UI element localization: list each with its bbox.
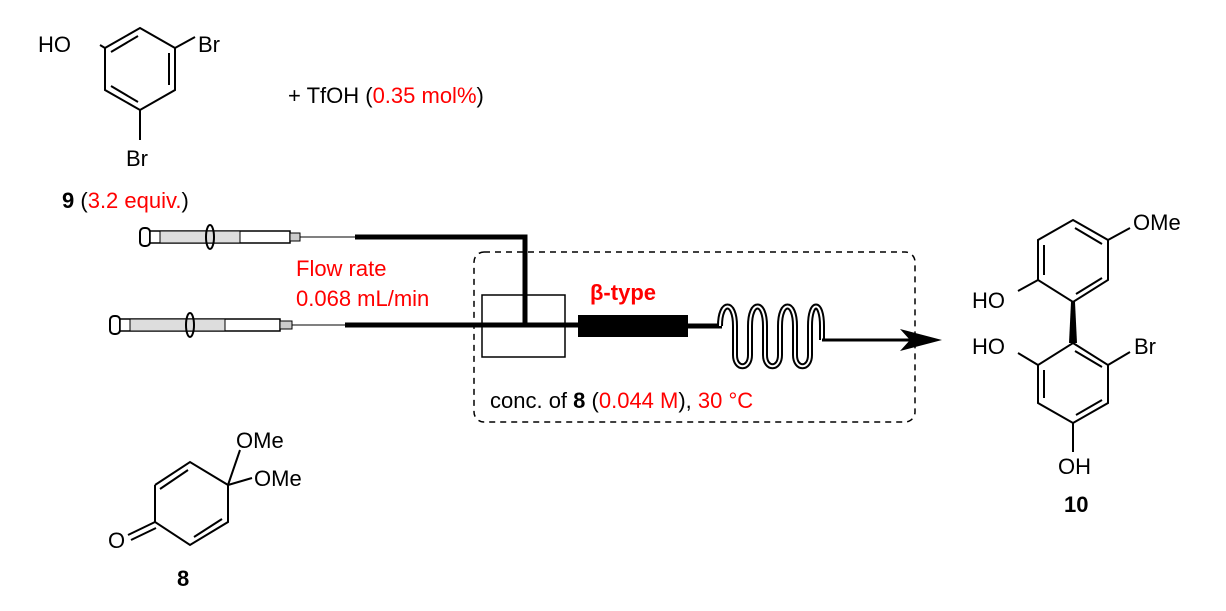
compound-10-label: 10 [1064,492,1088,517]
compound-9-structure: HO Br Br [38,26,220,171]
hydroxyl-label: OH [1058,454,1091,479]
carbonyl-oxygen-label: O [108,528,125,553]
flow-rate-value: 0.068 mL/min [296,286,429,311]
bromo-label: Br [1134,334,1156,359]
coil-reactor [717,303,825,370]
syringe-top [139,224,355,250]
hydroxyl-label: HO [972,334,1005,359]
methoxy-label: OMe [236,428,284,453]
syringe-bottom [109,312,345,338]
hydroxyl-label: HO [972,288,1005,313]
compound-9-caption: 9 (3.2 equiv.) [62,188,189,213]
bromo-label: Br [198,32,220,57]
flow-rate-label: Flow rate [296,256,386,281]
arrow-head-icon [900,329,942,351]
tubing-top [355,234,528,325]
mixer-box [481,294,566,358]
reactor-type-label: β-type [590,280,656,305]
bromo-label: Br [126,146,148,171]
acid-additive: + TfOH (0.35 mol%) [288,83,484,108]
beta-type-reactor [578,315,688,337]
compound-8-label: 8 [177,566,189,591]
methoxy-label: OMe [254,466,302,491]
reaction-conditions: conc. of 8 (0.044 M), 30 °C [490,388,753,413]
compound-8-structure: OMe OMe O [108,428,302,553]
hydroxyl-label: HO [38,32,71,57]
methoxy-label: OMe [1133,210,1181,235]
compound-10-structure: OMe HO HO Br OH [972,210,1181,479]
